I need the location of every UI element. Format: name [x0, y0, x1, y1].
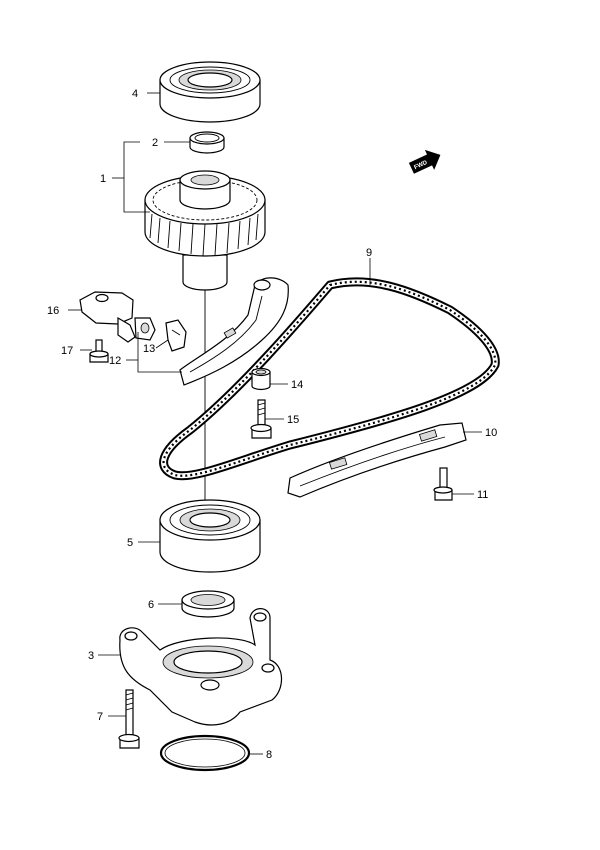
timing-chain	[159, 277, 500, 481]
callout-labels: 4 2 1 9 16 13 17 12 14 15 10 11 5 6 3 7 …	[47, 88, 497, 761]
upper-bearing	[159, 61, 261, 123]
fwd-arrow-icon: FWD	[408, 149, 441, 174]
callout-14: 14	[291, 379, 303, 391]
callout-2: 2	[152, 137, 158, 149]
callout-13: 13	[143, 343, 155, 355]
callout-11: 11	[477, 489, 488, 501]
callout-6: 6	[148, 599, 154, 611]
callout-3: 3	[88, 650, 94, 662]
oil-seal	[181, 590, 235, 618]
collar	[189, 131, 225, 154]
lower-bearing	[159, 499, 261, 573]
tensioner-adjuster	[79, 291, 156, 343]
tensioner-bolt	[250, 399, 272, 439]
o-ring	[159, 734, 251, 772]
callout-9: 9	[366, 247, 372, 259]
bearing-housing	[119, 608, 283, 726]
chain-guide	[287, 422, 467, 498]
guide-bolt	[433, 467, 453, 501]
callout-15: 15	[287, 414, 299, 426]
callout-1: 1	[100, 173, 106, 185]
callout-7: 7	[97, 711, 103, 723]
leader-lines	[68, 92, 482, 755]
callout-16: 16	[47, 305, 59, 317]
adjuster-bolt	[89, 339, 109, 363]
callout-10: 10	[485, 427, 497, 439]
housing-bolt	[118, 689, 140, 749]
tensioner-arm	[179, 277, 289, 386]
fwd-label: FWD	[413, 160, 429, 171]
callout-4: 4	[132, 88, 138, 100]
callout-8: 8	[266, 749, 272, 761]
retaining-clip	[165, 319, 187, 352]
driven-gear	[144, 170, 266, 291]
callout-17: 17	[61, 345, 73, 357]
callout-5: 5	[127, 537, 133, 549]
callout-12: 12	[109, 355, 121, 367]
pivot-bush	[251, 367, 271, 391]
